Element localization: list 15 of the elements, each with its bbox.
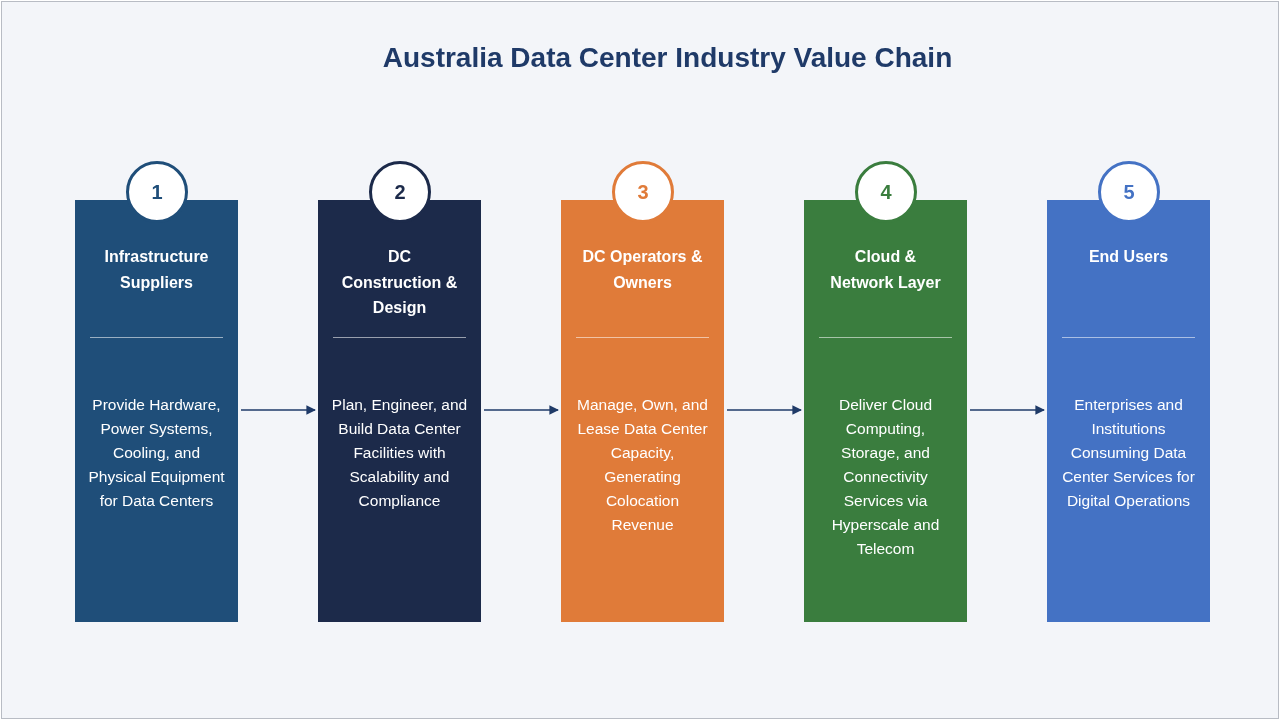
stage-heading: DC Construction & Design xyxy=(340,247,459,318)
arrow xyxy=(240,405,316,415)
stage-heading: Infrastructure Suppliers xyxy=(103,247,210,293)
diagram-title: Australia Data Center Industry Value Chain xyxy=(381,42,954,74)
stage-heading: DC Operators & Owners xyxy=(581,247,704,293)
stage-description: Deliver Cloud Computing, Storage, and Connectivity Services via Hyperscale and Telecom xyxy=(830,395,941,559)
stage-heading: End Users xyxy=(1087,247,1170,267)
stage-description: Enterprises and Institutions Consuming Data Center Services for Digital Operations xyxy=(1061,395,1196,511)
arrow xyxy=(726,405,802,415)
stage-description: Plan, Engineer, and Build Data Center Facilities with Scalability and Compliance xyxy=(330,395,469,511)
stage-description: Provide Hardware, Power Systems, Cooling, and Physical Equipment for Data Centers xyxy=(87,395,226,511)
stage-heading: Cloud & Network Layer xyxy=(829,247,942,293)
arrow xyxy=(969,405,1045,415)
stage-description: Manage, Own, and Lease Data Center Capacity, Generating Colocation Revenue xyxy=(576,395,709,535)
arrow xyxy=(483,405,559,415)
